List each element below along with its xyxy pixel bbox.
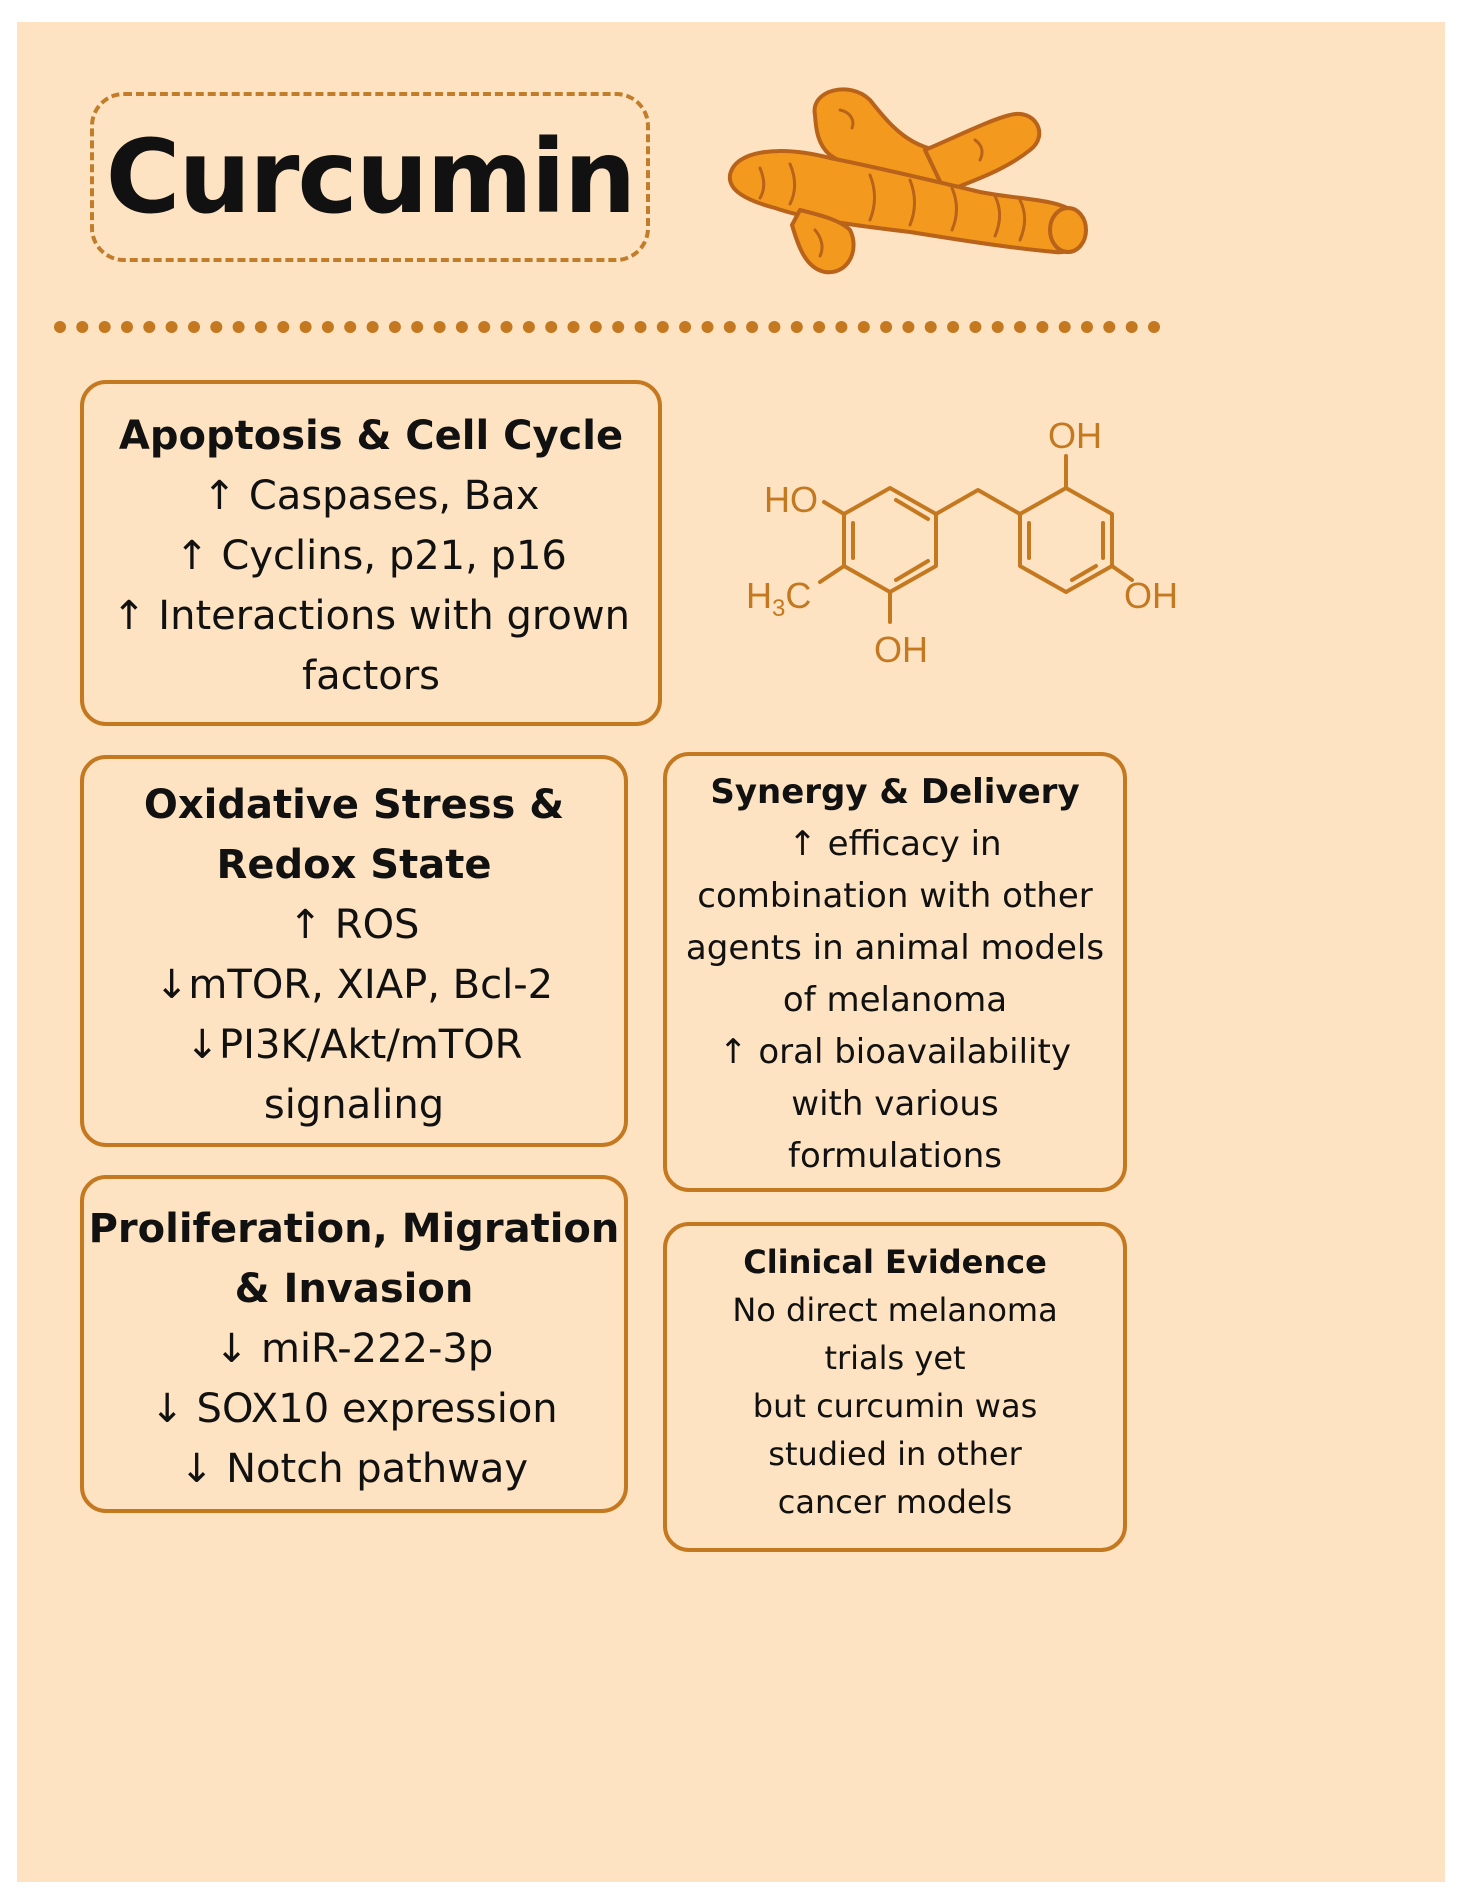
card-line: signaling <box>263 1082 445 1128</box>
divider-dot <box>188 321 200 333</box>
card-title: Clinical Evidence <box>743 1243 1047 1281</box>
divider-dot <box>54 321 66 333</box>
card-line: formulations <box>788 1136 1002 1176</box>
divider-dot <box>76 321 89 333</box>
divider-dot <box>924 321 937 333</box>
divider-dot <box>210 321 223 333</box>
card-line: No direct melanoma <box>732 1291 1058 1329</box>
divider-dot <box>880 321 893 333</box>
divider-dot <box>902 321 915 333</box>
divider-dot <box>746 321 759 333</box>
divider-dot <box>277 321 290 333</box>
chem-label-oh-right: OH <box>1124 575 1178 616</box>
divider-dot <box>1058 321 1071 333</box>
divider-dot <box>344 321 357 333</box>
card-line: ↑ ROS <box>288 902 420 948</box>
divider-dot <box>835 321 848 333</box>
chemical-structure-icon: OH HO H3C OH OH <box>746 415 1178 670</box>
divider-dot <box>1148 321 1160 333</box>
card-title: Proliferation, Migration <box>88 1206 620 1252</box>
card-line: ↑ efficacy in <box>788 824 1002 864</box>
card-title: Synergy & Delivery <box>710 772 1080 812</box>
card-line: studied in other <box>768 1435 1022 1473</box>
divider-dot <box>701 321 714 333</box>
card-line: ↑ Cyclins, p21, p16 <box>175 533 567 579</box>
card-line: ↓mTOR, XIAP, Bcl-2 <box>154 962 554 1008</box>
card-title: Oxidative Stress & <box>143 782 565 828</box>
divider-dot <box>634 321 647 333</box>
card-synergy-delivery: Synergy & Delivery ↑ efficacy in combina… <box>663 752 1127 1192</box>
divider-dot <box>143 321 156 333</box>
turmeric-root-icon <box>727 87 1088 275</box>
card-line: ↓ SOX10 expression <box>150 1386 558 1432</box>
chem-label-c: C <box>785 575 811 616</box>
divider-dot <box>857 321 870 333</box>
card-line: trials yet <box>824 1339 966 1377</box>
divider-dot <box>321 321 334 333</box>
card-line: ↓PI3K/Akt/mTOR <box>185 1022 523 1068</box>
divider-dot <box>500 321 513 333</box>
chem-label-h: H <box>746 575 772 616</box>
divider-dot <box>768 321 781 333</box>
card-line: combination with other <box>697 876 1093 916</box>
divider-dot <box>455 321 468 333</box>
card-line: ↑ oral bioavailability <box>719 1032 1071 1072</box>
chem-label-h3c: H3C <box>746 575 811 622</box>
chem-label-oh-bottom: OH <box>874 629 928 670</box>
card-line: ↓ Notch pathway <box>179 1446 529 1492</box>
divider-dot <box>366 321 379 333</box>
card-proliferation-migration: Proliferation, Migration & Invasion ↓ mi… <box>80 1175 628 1513</box>
divider-dot <box>232 321 245 333</box>
card-line: but curcumin was <box>752 1387 1038 1425</box>
divider-dot <box>299 321 312 333</box>
divider-dot <box>1103 321 1116 333</box>
divider-dot <box>589 321 602 333</box>
divider-dot <box>790 321 803 333</box>
card-title: Apoptosis & Cell Cycle <box>118 413 624 459</box>
card-line: ↑ Interactions with grown <box>112 593 630 639</box>
divider-dot <box>1125 321 1138 333</box>
card-title: & Invasion <box>234 1266 474 1312</box>
divider-dot <box>1014 321 1026 333</box>
card-clinical-evidence: Clinical Evidence No direct melanoma tri… <box>663 1222 1127 1552</box>
divider-dot <box>522 321 535 333</box>
dotted-divider <box>54 321 1160 333</box>
divider-dot <box>567 321 580 333</box>
divider-dot <box>121 321 133 333</box>
divider-dot <box>612 321 625 333</box>
card-line: of melanoma <box>782 980 1008 1020</box>
card-line: ↑ Caspases, Bax <box>202 473 540 519</box>
divider-dot <box>254 321 267 333</box>
card-line: ↓ miR-222-3p <box>214 1326 494 1372</box>
divider-dot <box>723 321 736 333</box>
divider-dot <box>1036 321 1049 333</box>
chem-label-ho-left: HO <box>764 479 818 520</box>
divider-dot <box>165 321 178 333</box>
card-oxidative-stress: Oxidative Stress & Redox State ↑ ROS ↓mT… <box>80 755 628 1147</box>
divider-dot <box>679 321 692 333</box>
divider-dot <box>1081 321 1093 333</box>
card-line: agents in animal models <box>685 928 1105 968</box>
card-apoptosis-cell-cycle: Apoptosis & Cell Cycle ↑ Caspases, Bax ↑… <box>80 380 662 726</box>
card-title: Redox State <box>216 842 492 888</box>
divider-dot <box>656 321 669 333</box>
divider-dot <box>98 321 111 333</box>
divider-dot <box>411 321 424 333</box>
chem-label-subscript: 3 <box>772 595 785 622</box>
divider-dot <box>388 321 401 333</box>
card-line: cancer models <box>777 1483 1013 1521</box>
divider-dot <box>947 321 960 333</box>
divider-dot <box>545 321 558 333</box>
divider-dot <box>991 321 1004 333</box>
card-line: with various <box>791 1084 999 1124</box>
title-box: Curcumin <box>90 92 650 262</box>
card-line: factors <box>301 653 441 699</box>
divider-dot <box>813 321 826 333</box>
chem-label-oh-top: OH <box>1048 415 1102 456</box>
divider-dot <box>433 321 446 333</box>
divider-dot <box>969 321 982 333</box>
divider-dot <box>478 321 491 333</box>
page-title: Curcumin <box>105 117 637 237</box>
